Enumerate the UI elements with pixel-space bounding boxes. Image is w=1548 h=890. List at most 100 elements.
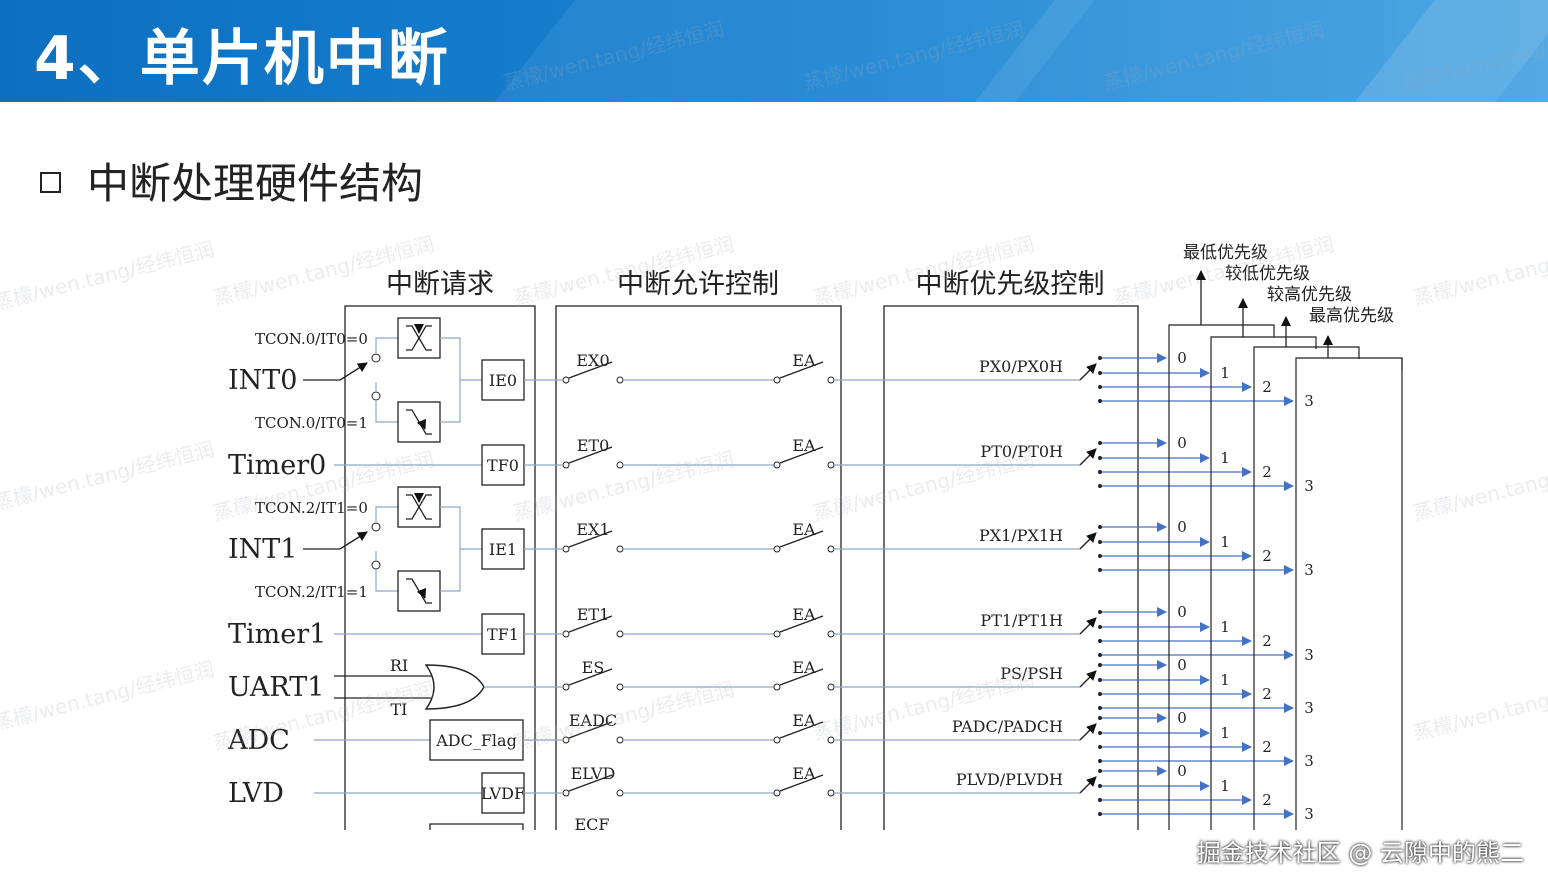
priority-selector-arrow (1079, 532, 1097, 550)
priority-level-label-1: 1 (1220, 724, 1230, 742)
priority-level-label-3: 3 (1304, 752, 1314, 770)
request-panel (344, 305, 536, 830)
global-enable-switch-contact-b (827, 461, 835, 469)
mode-label-top: TCON.2/IT1=0 (255, 499, 368, 517)
enable-switch-contact-a (562, 461, 570, 469)
priority-queue-2 (1253, 346, 1360, 830)
enable-switch-contact-b (616, 376, 624, 384)
priority-bits-label: PS/PSH (1000, 664, 1063, 683)
global-enable-switch-contact-b (827, 376, 835, 384)
priority-contact-2 (1098, 385, 1102, 389)
section-heading-text: 中断处理硬件结构 (87, 159, 424, 208)
priority-bits-label: PT0/PT0H (980, 442, 1063, 461)
enable-switch-blade (568, 774, 613, 792)
priority-level-label-1: 1 (1220, 618, 1230, 636)
enable-switch-label: EX0 (576, 351, 609, 370)
priority-contact-0 (1098, 663, 1102, 667)
mode-contact-top (371, 353, 381, 363)
priority-contact-2 (1098, 798, 1102, 802)
priority-bits-label: PX0/PX0H (979, 357, 1063, 376)
enable-switch-label: ET1 (577, 605, 610, 624)
priority-selector-arrow (1079, 670, 1097, 688)
priority-level-label-0: 0 (1177, 434, 1187, 452)
enable-heading: 中断允许控制 (617, 269, 779, 300)
priority-contact-0 (1098, 441, 1102, 445)
flag-label: TF0 (487, 456, 519, 475)
priority-level-title-2: 较高优先级 (1267, 285, 1352, 305)
priority-level-label-0: 0 (1177, 709, 1187, 727)
global-enable-switch-contact-a (773, 683, 781, 691)
section-heading: 中断处理硬件结构 (40, 150, 423, 211)
global-enable-switch-contact-a (773, 376, 781, 384)
priority-bits-label: PADC/PADCH (952, 717, 1063, 736)
enable-switch-contact-a (562, 545, 570, 553)
priority-contact-1 (1098, 784, 1102, 788)
flag-box (481, 613, 525, 655)
priority-contact-3 (1098, 568, 1102, 572)
edge-trigger-box (397, 401, 441, 443)
enable-switch-blade (568, 721, 613, 739)
flag-label: IE0 (489, 371, 517, 390)
global-enable-switch-contact-a (773, 461, 781, 469)
priority-level-label-0: 0 (1177, 656, 1187, 674)
enable-switch-blade (568, 361, 613, 379)
global-enable-switch-label: EA (792, 351, 816, 370)
source-label: LVD (228, 778, 284, 809)
priority-level-label-0: 0 (1177, 349, 1187, 367)
source-label: INT0 (228, 365, 297, 396)
priority-contact-3 (1098, 653, 1102, 657)
priority-level-label-2: 2 (1262, 632, 1272, 650)
mode-wire-top (375, 506, 398, 523)
edge-trigger-box-edge-arrow (416, 587, 427, 599)
mode-merge-wire (440, 506, 461, 592)
mode-wire-top (375, 337, 398, 354)
priority-contact-3 (1098, 759, 1102, 763)
global-enable-switch-contact-a (773, 630, 781, 638)
enable-switch-blade (568, 668, 613, 686)
global-enable-switch-blade (779, 615, 824, 633)
enable-switch-label: ES (582, 658, 605, 677)
priority-level-title-3: 最高优先级 (1309, 306, 1394, 326)
edge-trigger-box-edge-arrow (416, 418, 427, 430)
footer-credit: 掘金技术社区 @ 云隙中的熊二 (1196, 839, 1524, 867)
global-enable-switch-blade (779, 668, 824, 686)
level-trigger-box-waveform-b (406, 325, 432, 351)
enable-switch-blade (568, 446, 613, 464)
priority-level-label-3: 3 (1304, 805, 1314, 823)
global-enable-switch-contact-a (773, 789, 781, 797)
enable-switch-blade (568, 615, 613, 633)
priority-contact-2 (1098, 470, 1102, 474)
priority-level-title-1: 较低优先级 (1225, 264, 1310, 284)
priority-contact-1 (1098, 678, 1102, 682)
slide-title: 4、单片机中断 (34, 24, 450, 94)
priority-contact-0 (1098, 769, 1102, 773)
priority-queue-1 (1210, 336, 1317, 830)
global-enable-switch-contact-b (827, 736, 835, 744)
enable-panel (555, 305, 842, 830)
enable-switch-contact-a (562, 683, 570, 691)
global-enable-switch-contact-a (773, 736, 781, 744)
cut-off-flag-box (429, 823, 524, 830)
priority-level-label-2: 2 (1262, 378, 1272, 396)
global-enable-switch-blade (779, 361, 824, 379)
priority-level-label-1: 1 (1220, 671, 1230, 689)
flag-box (481, 359, 525, 401)
enable-switch-contact-b (616, 545, 624, 553)
priority-contact-3 (1098, 484, 1102, 488)
mode-label-top: TCON.0/IT0=0 (255, 330, 368, 348)
priority-contact-2 (1098, 639, 1102, 643)
priority-contact-0 (1098, 716, 1102, 720)
global-enable-switch-contact-b (827, 630, 835, 638)
mode-label-bottom: TCON.2/IT1=1 (255, 583, 368, 601)
priority-level-label-1: 1 (1220, 533, 1230, 551)
or-input-label-b: TI (391, 700, 408, 719)
priority-selector-arrow (1079, 723, 1097, 741)
enable-switch-blade (568, 530, 613, 548)
global-enable-switch-label: EA (792, 658, 816, 677)
enable-switch-contact-a (562, 789, 570, 797)
